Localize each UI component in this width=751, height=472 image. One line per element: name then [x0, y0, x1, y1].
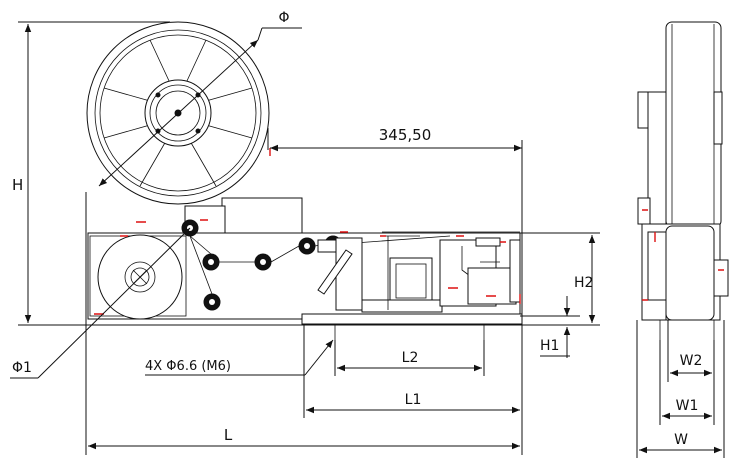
- label-L1: L1: [405, 392, 422, 408]
- front-view: [86, 21, 523, 340]
- base-plate: [301, 313, 523, 325]
- label-L: L: [224, 426, 233, 444]
- label-W1: W1: [676, 398, 699, 414]
- label-H2: H2: [574, 275, 593, 291]
- label-H: H: [12, 176, 23, 194]
- dimension-labels: Φ 345,50 H H2 H1 Φ1 4X Φ6.6 (M6) L2 L1 L…: [12, 10, 702, 448]
- label-W: W: [674, 432, 688, 448]
- label-H1: H1: [540, 338, 559, 354]
- mechanism: [317, 231, 521, 313]
- label-phi1: Φ1: [12, 360, 32, 376]
- label-phi: Φ: [278, 10, 289, 26]
- dimensions: [10, 21, 725, 458]
- label-L2: L2: [402, 350, 419, 366]
- side-view: [637, 21, 729, 340]
- label-holes: 4X Φ6.6 (M6): [145, 359, 231, 374]
- mounting-feet: [334, 324, 485, 340]
- label-W2: W2: [680, 353, 703, 369]
- red-accents: [94, 148, 521, 315]
- label-345: 345,50: [379, 126, 432, 144]
- motor-box: [221, 197, 303, 234]
